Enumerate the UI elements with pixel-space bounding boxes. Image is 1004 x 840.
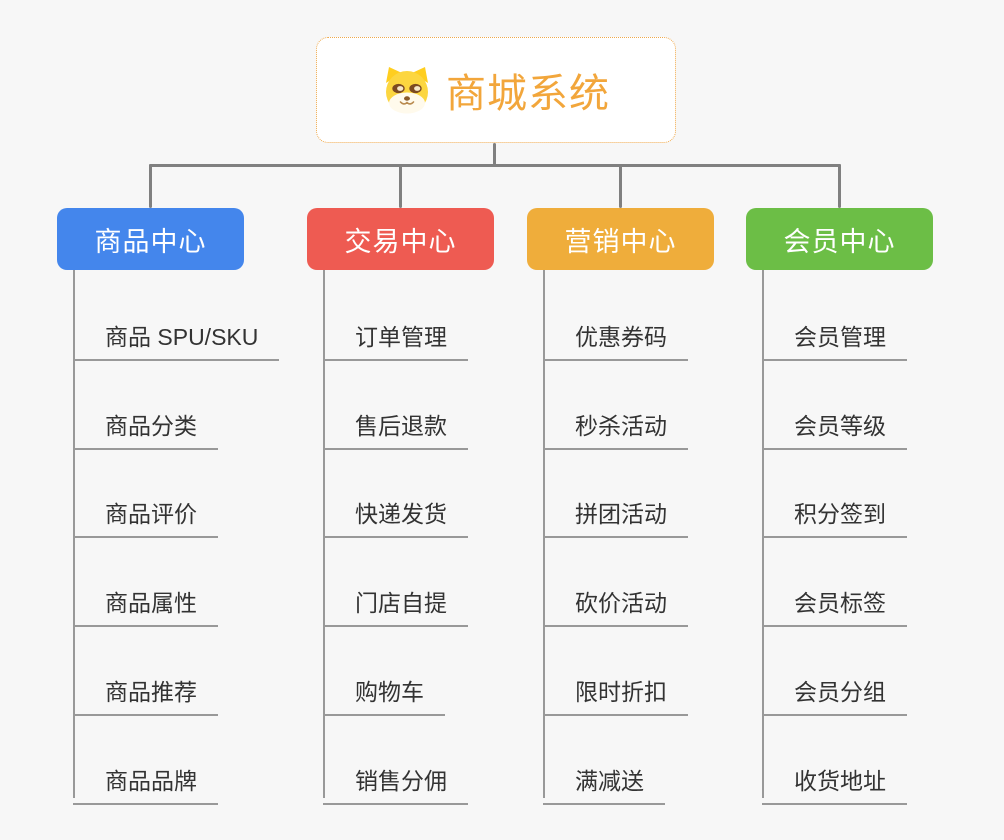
connector-drop-products [149, 164, 152, 208]
branch-node-products[interactable]: 商品中心 [57, 208, 244, 270]
connector-horizontal [149, 164, 841, 167]
connector-drop-trade [399, 164, 402, 208]
branch-node-trade[interactable]: 交易中心 [307, 208, 494, 270]
leaf-node[interactable]: 积分签到 [762, 495, 907, 538]
leaf-node[interactable]: 会员分组 [762, 673, 907, 716]
leaf-node[interactable]: 会员等级 [762, 407, 907, 450]
leaf-node[interactable]: 商品品牌 [73, 762, 218, 805]
leaf-node[interactable]: 商品推荐 [73, 673, 218, 716]
leaf-node[interactable]: 砍价活动 [543, 584, 688, 627]
leaf-node[interactable]: 门店自提 [323, 584, 468, 627]
root-title: 商城系统 [446, 72, 610, 116]
trunk-line-marketing [543, 270, 545, 798]
leaf-node[interactable]: 满减送 [543, 762, 665, 805]
leaf-node[interactable]: 秒杀活动 [543, 407, 688, 450]
branch-node-marketing[interactable]: 营销中心 [527, 208, 714, 270]
branch-node-members[interactable]: 会员中心 [746, 208, 933, 270]
trunk-line-members [762, 270, 764, 798]
leaf-node[interactable]: 订单管理 [323, 318, 468, 361]
branch-label: 交易中心 [344, 226, 457, 257]
leaf-node[interactable]: 商品分类 [73, 407, 218, 450]
leaf-node[interactable]: 购物车 [323, 673, 445, 716]
leaf-node[interactable]: 售后退款 [323, 407, 468, 450]
leaf-node[interactable]: 销售分佣 [323, 762, 468, 805]
leaf-node[interactable]: 拼团活动 [543, 495, 688, 538]
leaf-node[interactable]: 会员标签 [762, 584, 907, 627]
connector-drop-marketing [619, 164, 622, 208]
connector-drop-members [838, 164, 841, 208]
leaf-node[interactable]: 商品评价 [73, 495, 218, 538]
dog-face-icon [386, 67, 428, 114]
root-node[interactable]: 商城系统 [316, 37, 676, 143]
leaf-node[interactable]: 商品属性 [73, 584, 218, 627]
leaf-node[interactable]: 限时折扣 [543, 673, 688, 716]
branch-label: 商品中心 [94, 226, 207, 257]
branch-label: 营销中心 [564, 226, 677, 257]
leaf-node[interactable]: 商品 SPU/SKU [73, 318, 280, 361]
leaf-node[interactable]: 快递发货 [323, 495, 468, 538]
connector-root-stub [493, 143, 496, 165]
leaf-node[interactable]: 会员管理 [762, 318, 907, 361]
trunk-line-trade [323, 270, 325, 798]
leaf-node[interactable]: 收货地址 [762, 762, 907, 805]
trunk-line-products [73, 270, 75, 798]
leaf-node[interactable]: 优惠券码 [543, 318, 688, 361]
branch-label: 会员中心 [783, 226, 896, 257]
